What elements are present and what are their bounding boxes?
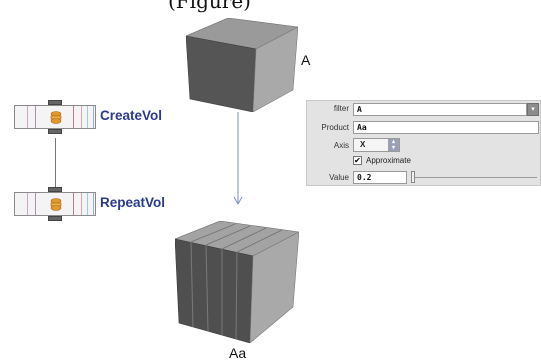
input-connector[interactable]	[48, 187, 62, 192]
filter-field[interactable]: A	[353, 103, 527, 116]
node-createvol[interactable]: CreateVol	[14, 100, 184, 140]
value-slider-handle[interactable]	[411, 171, 415, 183]
node-link	[55, 138, 56, 188]
axis-label: Axis	[333, 141, 349, 150]
node-body[interactable]	[14, 105, 96, 129]
spinner-icon[interactable]: ▴▾	[388, 139, 399, 151]
node-body[interactable]	[14, 192, 96, 216]
value-label: Value	[329, 173, 349, 182]
node-name: RepeatVol	[100, 195, 166, 210]
approximate-label: Approximate	[366, 156, 411, 165]
cube-a-shape	[186, 18, 298, 112]
volume-node-icon	[50, 111, 62, 124]
filter-label: filter	[333, 104, 349, 113]
flow-arrow	[233, 112, 243, 206]
product-label: Product	[321, 123, 349, 132]
node-name: CreateVol	[100, 108, 163, 123]
axis-value: X	[360, 140, 366, 149]
value-field[interactable]: 0.2	[353, 171, 407, 184]
output-connector[interactable]	[48, 129, 62, 134]
product-field[interactable]: Aa	[353, 121, 539, 134]
cube-aa-label: Aa	[229, 345, 247, 361]
value-slider-track[interactable]	[411, 177, 537, 178]
cube-a-label: A	[301, 52, 311, 68]
chevron-down-icon[interactable]: ▾	[527, 103, 539, 116]
cube-aa-shape	[175, 221, 299, 343]
output-connector[interactable]	[48, 216, 62, 221]
parameter-panel: filter A ▾ Product Aa Axis X ▴▾ ✔ Approx…	[306, 100, 541, 186]
approximate-checkbox[interactable]: ✔	[353, 156, 362, 165]
top-cut-text: (Figure)	[168, 0, 251, 13]
node-repeatvol[interactable]: RepeatVol	[14, 187, 184, 227]
axis-dropdown[interactable]: X ▴▾	[353, 138, 400, 152]
volume-node-icon	[50, 198, 62, 211]
input-connector[interactable]	[48, 100, 62, 105]
